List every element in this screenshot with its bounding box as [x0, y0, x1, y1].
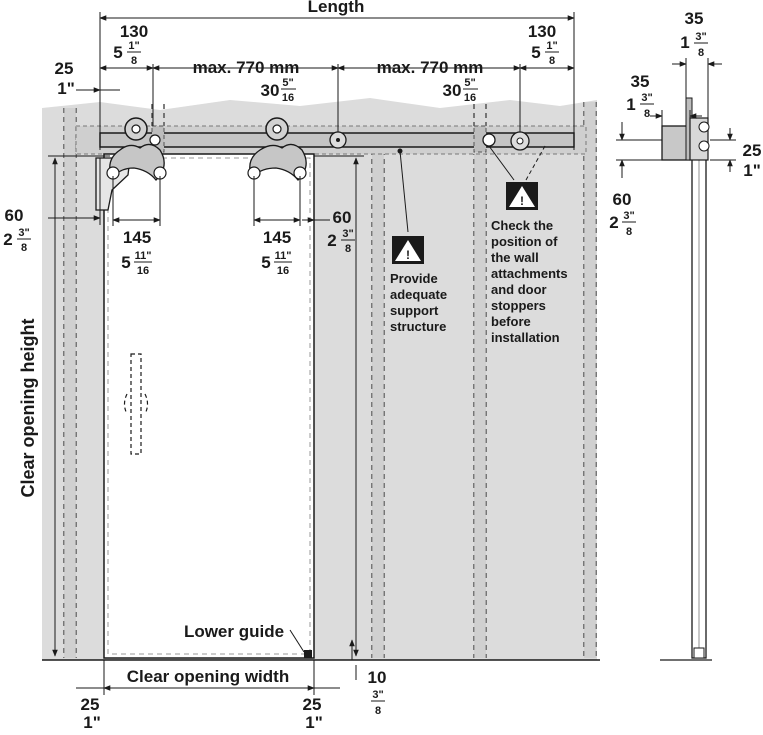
- roller-1-num: 11": [135, 250, 152, 262]
- check-note: Check the position of the wall attachmen…: [491, 218, 568, 345]
- side-bracket-den: 8: [644, 108, 650, 120]
- roller-1-mm: 145: [123, 228, 151, 247]
- side-bracket-mm: 35: [631, 72, 650, 91]
- floor-gap-den: 8: [375, 705, 381, 717]
- left-offset-frac-num: 1": [128, 40, 139, 52]
- right-edge-num: 3": [342, 228, 353, 240]
- support-note: Provide adequate support structure: [390, 271, 447, 334]
- side-top-mm: 35: [685, 9, 704, 28]
- left-edge-mm: 60: [5, 206, 24, 225]
- side-drop-mm: 60: [613, 190, 632, 209]
- lower-guide-label: Lower guide: [184, 622, 284, 641]
- svg-text:position of: position of: [491, 234, 558, 249]
- roller-1-den: 16: [137, 265, 149, 277]
- svg-text:Provide: Provide: [390, 271, 438, 286]
- dimension-lines: [48, 12, 575, 695]
- side-top-den: 8: [698, 47, 704, 59]
- bottom-left-mm: 25: [81, 695, 100, 714]
- span-in-1: 30: [261, 81, 280, 100]
- svg-text:the wall: the wall: [491, 250, 539, 265]
- right-offset-in: 5: [531, 43, 540, 62]
- warning-triangle-icon: !: [392, 236, 424, 264]
- side-drop-in: 2: [609, 213, 618, 232]
- right-edge-in: 2: [327, 231, 336, 250]
- max-span-2: max. 770 mm: [377, 58, 484, 77]
- svg-text:support: support: [390, 303, 439, 318]
- floor-gap-num: 3": [372, 689, 383, 701]
- svg-text:structure: structure: [390, 319, 446, 334]
- roller-left: [106, 117, 167, 181]
- clear-opening-height-label: Clear opening height: [18, 318, 38, 497]
- side-bracket-num: 3": [641, 92, 652, 104]
- span-in-2: 30: [443, 81, 462, 100]
- span-in-1-den: 16: [282, 92, 294, 104]
- right-offset-frac-den: 8: [549, 55, 555, 67]
- side-rail-in: 1": [743, 161, 761, 180]
- top-left-mm: 25: [55, 59, 74, 78]
- roller-right: [247, 117, 307, 181]
- svg-text:Check the: Check the: [491, 218, 553, 233]
- span-in-2-den: 16: [464, 92, 476, 104]
- top-left-in: 1": [57, 79, 75, 98]
- side-drop-num: 3": [623, 210, 634, 222]
- bottom-left-in: 1": [83, 713, 101, 730]
- length-label: Length: [308, 0, 365, 16]
- floor-gap-mm: 10: [368, 668, 387, 687]
- svg-text:before: before: [491, 314, 531, 329]
- left-edge-num: 3": [18, 227, 29, 239]
- side-drop-den: 8: [626, 226, 632, 238]
- side-view: [660, 97, 712, 661]
- right-edge-den: 8: [345, 243, 351, 255]
- bottom-right-mm: 25: [303, 695, 322, 714]
- warning-triangle-icon: !: [506, 182, 538, 210]
- span-in-1-num: 5": [282, 77, 293, 89]
- bottom-right-in: 1": [305, 713, 323, 730]
- side-rail-mm: 25: [743, 141, 762, 160]
- svg-text:and door: and door: [491, 282, 547, 297]
- clear-opening-width-label: Clear opening width: [127, 667, 289, 686]
- door-handle: [123, 353, 149, 455]
- svg-text:installation: installation: [491, 330, 560, 345]
- side-dimension-lines: [616, 58, 736, 178]
- roller-2-num: 11": [275, 250, 292, 262]
- side-top-num: 3": [695, 31, 706, 43]
- left-offset-in: 5: [113, 43, 122, 62]
- right-edge-mm: 60: [333, 208, 352, 227]
- svg-text:!: !: [520, 194, 524, 208]
- span-in-2-num: 5": [464, 77, 475, 89]
- roller-2-mm: 145: [263, 228, 291, 247]
- right-offset-mm: 130: [528, 22, 556, 41]
- left-edge-in: 2: [3, 230, 12, 249]
- side-bracket-in: 1: [626, 95, 635, 114]
- svg-text:!: !: [406, 248, 410, 262]
- side-top-in: 1: [680, 33, 689, 52]
- roller-2-den: 16: [277, 265, 289, 277]
- max-span-1: max. 770 mm: [193, 58, 300, 77]
- lower-guide-marker: [304, 650, 312, 658]
- roller-1-in: 5: [121, 253, 130, 272]
- roller-2-in: 5: [261, 253, 270, 272]
- left-edge-den: 8: [21, 242, 27, 254]
- svg-text:stoppers: stoppers: [491, 298, 546, 313]
- svg-text:attachments: attachments: [491, 266, 568, 281]
- right-offset-frac-num: 1": [546, 40, 557, 52]
- left-offset-mm: 130: [120, 22, 148, 41]
- left-offset-frac-den: 8: [131, 55, 137, 67]
- svg-text:adequate: adequate: [390, 287, 447, 302]
